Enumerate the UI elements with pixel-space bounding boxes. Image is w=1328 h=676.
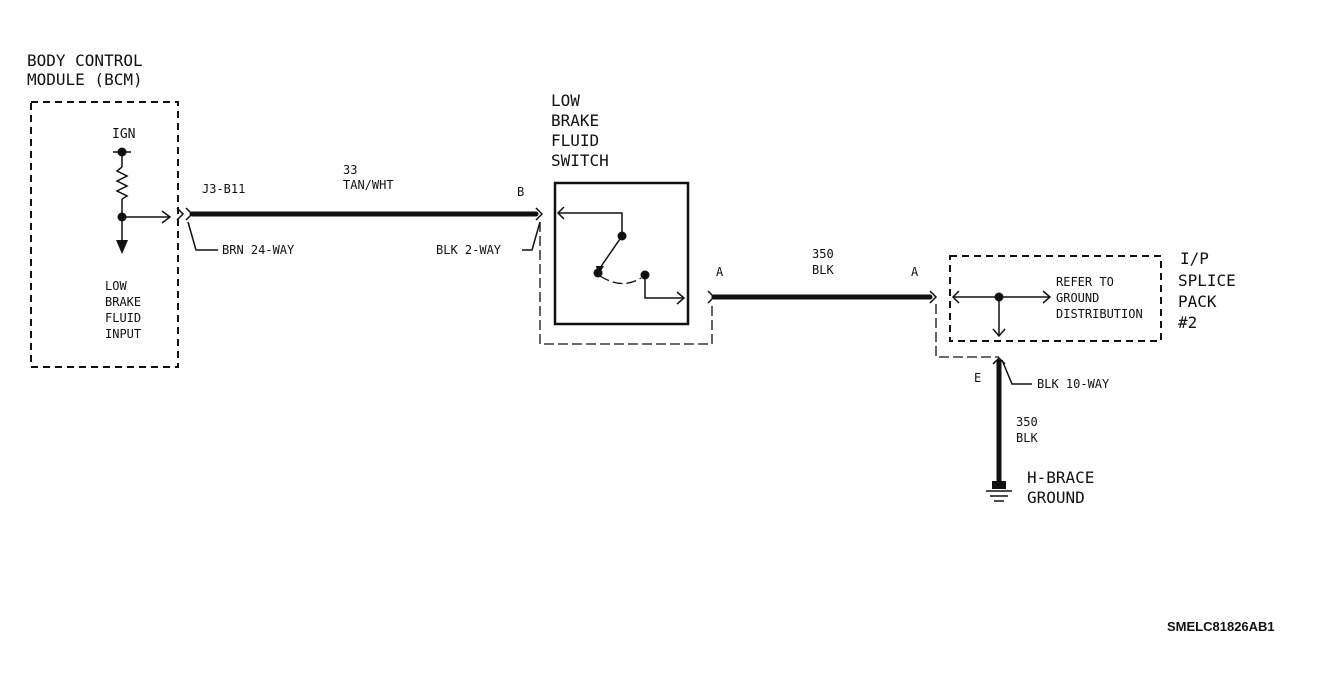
ground-label-line2: GROUND	[1027, 488, 1085, 507]
circuit-number: 350	[812, 247, 834, 261]
connector-chevron-icon	[176, 207, 185, 221]
input-line1: LOW	[105, 279, 127, 293]
splice-title-line2: SPLICE	[1178, 271, 1236, 290]
wire-350: A 350 BLK A	[707, 247, 938, 304]
pin-label: A	[716, 265, 724, 279]
input-line4: INPUT	[105, 327, 141, 341]
switch-pivot-node	[593, 268, 603, 278]
input-line3: FLUID	[105, 311, 141, 325]
switch-title-line1: LOW	[551, 91, 580, 110]
splice-title-line4: #2	[1178, 313, 1197, 332]
splice-title-line1: I/P	[1180, 249, 1209, 268]
brake-fluid-switch: LOW BRAKE FLUID SWITCH	[539, 91, 713, 345]
wire-color: BLK	[812, 263, 834, 277]
connector-dashed-housing	[935, 304, 999, 358]
refer-line1: REFER TO	[1056, 275, 1114, 289]
connector-label-left: BRN 24-WAY	[222, 243, 295, 257]
switch-actuator-arc	[599, 275, 642, 285]
arrow-down-icon	[992, 328, 1006, 338]
connector-chevron-icon	[535, 207, 544, 221]
pin-label: A	[911, 265, 919, 279]
wire-color: TAN/WHT	[343, 178, 394, 192]
ign-label: IGN	[112, 127, 135, 142]
arrow-left-icon	[556, 206, 565, 220]
switch-blade	[599, 235, 623, 269]
connector-leader	[522, 221, 541, 251]
circuit-number: 350	[1016, 415, 1038, 429]
bcm-title-line2: MODULE (BCM)	[27, 70, 143, 89]
connector-leader	[187, 221, 218, 251]
connector-dashed-housing	[539, 222, 713, 345]
refer-line2: GROUND	[1056, 291, 1099, 305]
ground-symbol: H-BRACE GROUND	[986, 468, 1094, 507]
figure-code: SMELC81826AB1	[1167, 619, 1275, 634]
refer-line3: DISTRIBUTION	[1056, 307, 1143, 321]
terminal-label: J3-B11	[202, 182, 245, 196]
arrow-right-icon	[161, 210, 172, 224]
circuit-number: 33	[343, 163, 357, 177]
wire-33: J3-B11 33 TAN/WHT B BRN 24-WAY BLK 2-WAY	[176, 163, 544, 257]
switch-title-line4: SWITCH	[551, 151, 609, 170]
bcm-title-line1: BODY CONTROL	[27, 51, 143, 70]
switch-box	[553, 181, 690, 326]
pin-label: B	[517, 185, 524, 199]
arrow-down-icon	[116, 240, 128, 254]
arrow-right-icon	[1042, 290, 1052, 304]
splice-dashed-box	[949, 255, 1162, 342]
wire-color: BLK	[1016, 431, 1038, 445]
arrow-right-icon	[676, 291, 686, 305]
connector-label: BLK 10-WAY	[1037, 377, 1110, 391]
switch-title-line2: BRAKE	[551, 111, 599, 130]
splice-title-line3: PACK	[1178, 292, 1217, 311]
connector-leader	[1001, 359, 1032, 385]
ground-wire: E BLK 10-WAY 350 BLK	[974, 356, 1110, 485]
connector-chevron-icon	[929, 290, 938, 304]
bcm-dashed-box	[30, 101, 179, 368]
switch-title-line3: FLUID	[551, 131, 599, 150]
input-line2: BRAKE	[105, 295, 141, 309]
connector-label-right: BLK 2-WAY	[436, 243, 502, 257]
ground-lug	[992, 481, 1006, 489]
pin-label: E	[974, 371, 981, 385]
splice-pack: REFER TO GROUND DISTRIBUTION I/P SPLICE …	[935, 249, 1236, 358]
bcm-module: BODY CONTROL MODULE (BCM) IGN LOW BRAKE …	[27, 51, 179, 368]
resistor-icon	[115, 166, 129, 200]
ground-label-line1: H-BRACE	[1027, 468, 1094, 487]
